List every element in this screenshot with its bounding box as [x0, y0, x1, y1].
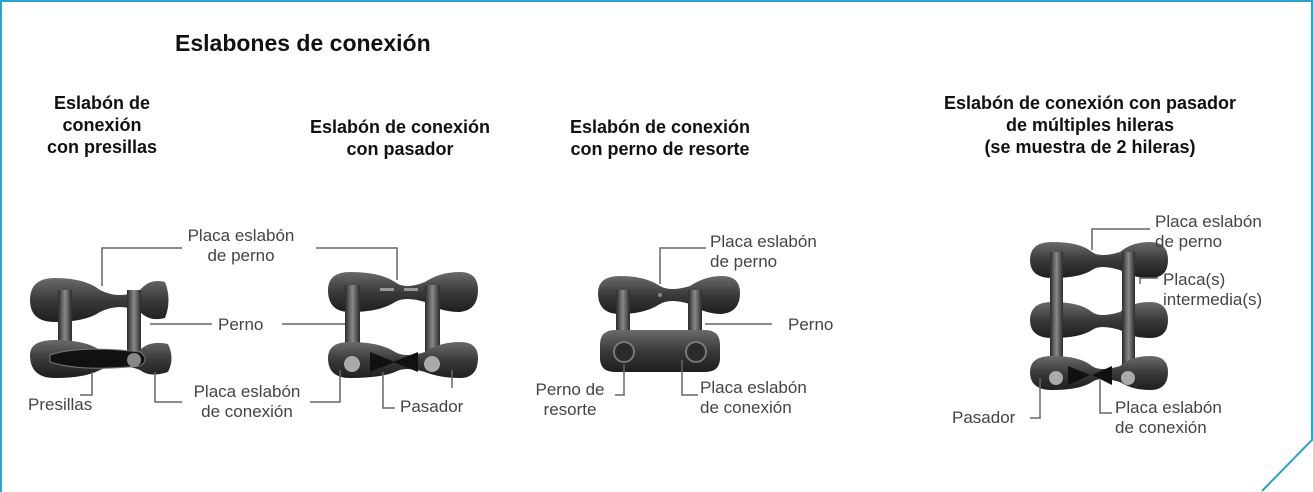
link-multiples-hileras: [1030, 242, 1168, 390]
label-pasador-2: Pasador: [952, 408, 1016, 427]
label-pasador-1: Pasador: [400, 397, 464, 416]
link-pasador: [328, 272, 478, 378]
leader-lines: [80, 228, 1158, 419]
label-perno-2: Perno: [788, 315, 834, 334]
page-title: Eslabones de conexión: [175, 30, 431, 56]
link-presillas: [30, 278, 172, 378]
label-perno-1: Perno: [218, 315, 264, 334]
label-presillas: Presillas: [28, 395, 93, 414]
label-placa-intermedia: Placa(s)intermedia(s): [1163, 270, 1263, 309]
link-perno-resorte: [598, 276, 740, 372]
